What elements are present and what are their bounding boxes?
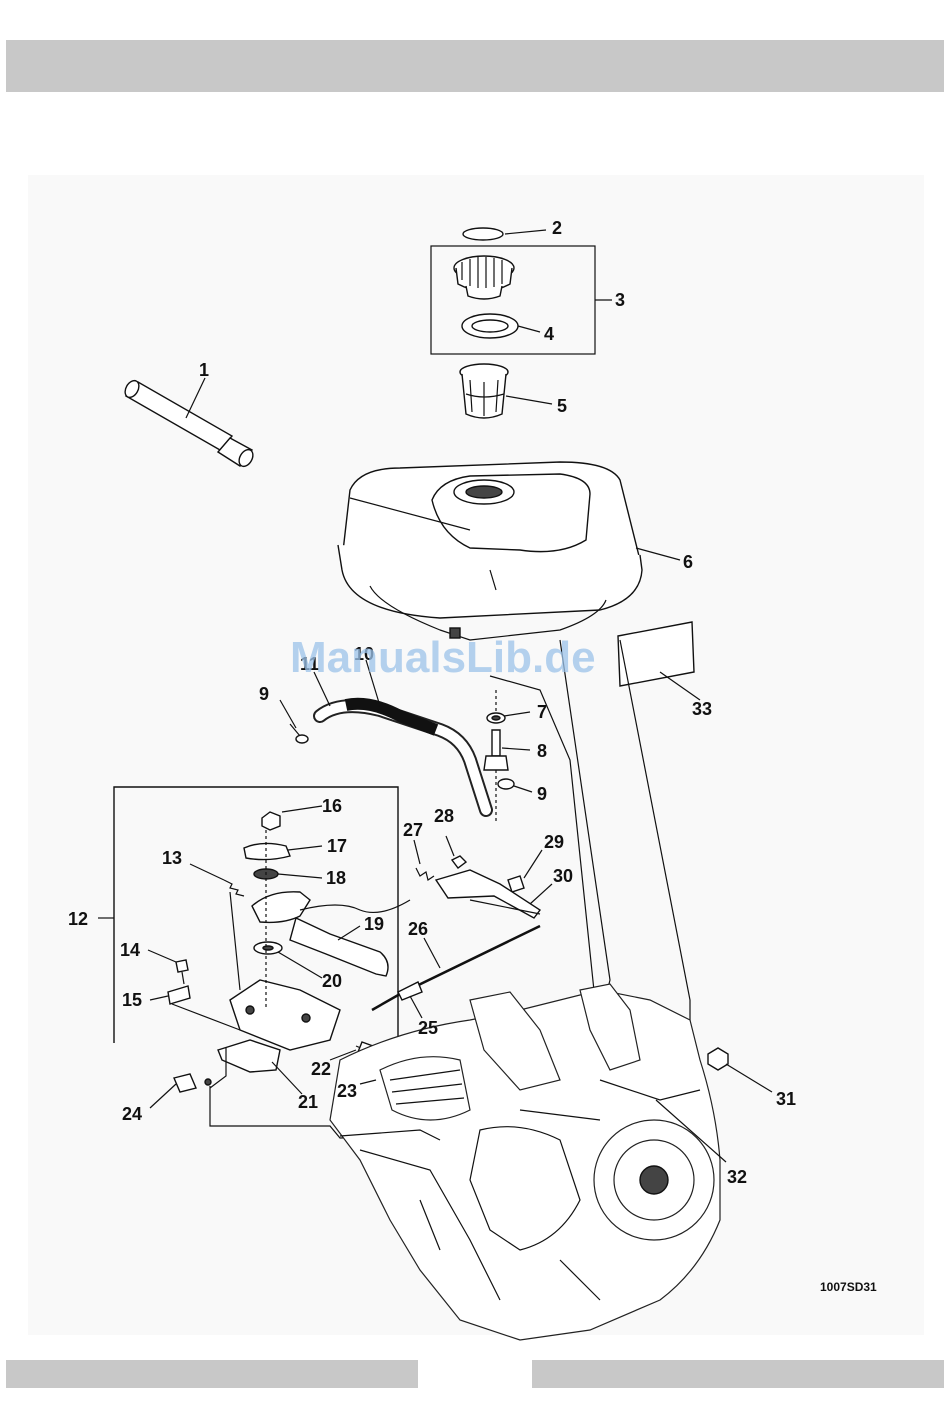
assembly-3-box	[431, 246, 595, 354]
callout-9-a: 9	[259, 684, 269, 704]
part-16-nut	[262, 812, 280, 830]
watermark: ManualsLib.de	[290, 633, 596, 682]
part-31-nut	[708, 1048, 728, 1070]
part-7-washer	[487, 713, 505, 723]
footer-bar-right	[532, 1360, 944, 1388]
callout-13: 13	[162, 848, 182, 868]
engine-block	[330, 984, 720, 1340]
callout-22: 22	[311, 1059, 331, 1079]
callout-26: 26	[408, 919, 428, 939]
callout-17: 17	[327, 836, 347, 856]
part-1-tube	[122, 378, 255, 469]
callout-29: 29	[544, 832, 564, 852]
callout-20: 20	[322, 971, 342, 991]
part-14-screw	[176, 960, 188, 984]
callout-4: 4	[544, 324, 554, 344]
part-27-spring	[416, 868, 434, 880]
part-15-bracket	[168, 986, 190, 1004]
part-9-clamp-a	[290, 724, 308, 743]
part-10-fuel-line	[320, 704, 486, 810]
part-6-fuel-tank	[338, 462, 642, 640]
callout-9-b: 9	[537, 784, 547, 804]
part-29-screw	[508, 876, 524, 892]
callout-33: 33	[692, 699, 712, 719]
callout-24: 24	[122, 1104, 142, 1124]
callout-28: 28	[434, 806, 454, 826]
part-4-gasket	[462, 314, 518, 338]
footer-bar-left	[6, 1360, 418, 1388]
part-28-nut	[452, 856, 466, 868]
callout-18: 18	[326, 868, 346, 888]
callout-31: 31	[776, 1089, 796, 1109]
callout-2: 2	[552, 218, 562, 238]
callout-12: 12	[68, 909, 88, 929]
part-8-shutoff-valve	[484, 730, 508, 770]
part-9-clamp-b	[498, 779, 514, 789]
part-13-spring	[224, 880, 244, 896]
part-3-fuel-cap	[454, 256, 514, 299]
callout-14: 14	[120, 940, 140, 960]
callout-5: 5	[557, 396, 567, 416]
callout-7: 7	[537, 702, 547, 722]
drawing-code: 1007SD31	[820, 1280, 877, 1294]
part-33-label	[618, 622, 694, 686]
callout-3: 3	[615, 290, 625, 310]
part-24-fitting	[174, 1074, 211, 1092]
callout-8: 8	[537, 741, 547, 761]
part-5-fuel-strainer	[460, 364, 508, 418]
callout-1: 1	[199, 360, 209, 380]
callout-19: 19	[364, 914, 384, 934]
callout-23: 23	[337, 1081, 357, 1101]
part-2-oring	[463, 228, 503, 240]
callout-32: 32	[727, 1167, 747, 1187]
part-17-lever	[244, 843, 290, 859]
callout-30: 30	[553, 866, 573, 886]
callout-16: 16	[322, 796, 342, 816]
callout-25: 25	[418, 1018, 438, 1038]
callout-21: 21	[298, 1092, 318, 1112]
callout-15: 15	[122, 990, 142, 1010]
part-20-washer	[254, 942, 282, 954]
callout-27: 27	[403, 820, 423, 840]
callout-6: 6	[683, 552, 693, 572]
